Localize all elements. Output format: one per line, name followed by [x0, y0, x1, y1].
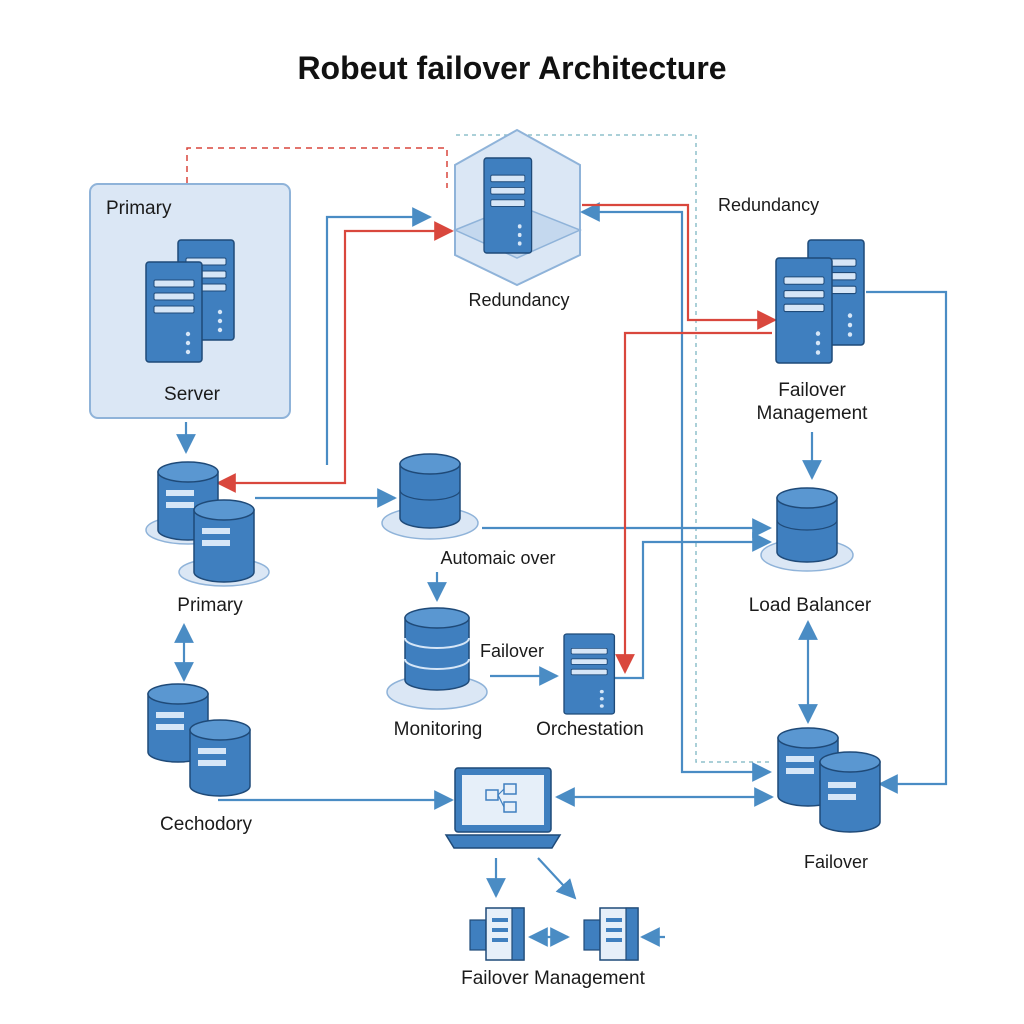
primary-database-icon: [145, 461, 270, 587]
cechodory-database-icon: [147, 683, 251, 797]
failover-management-right-label-line2: Management: [756, 403, 868, 424]
load-balancer-database-icon: [760, 487, 854, 572]
orchestation-server-icon: [563, 633, 616, 715]
monitoring-label: Monitoring: [393, 719, 483, 740]
primary-database-label: Primary: [177, 595, 243, 616]
automatic-over-label: Automaic over: [440, 548, 556, 568]
red-links: [216, 203, 777, 674]
redundancy-right-label: Redundancy: [718, 195, 820, 215]
redundancy-top-label: Redundancy: [468, 290, 570, 310]
automatic-over-database-icon: [381, 453, 479, 540]
failover-management-box-left-icon: [469, 907, 525, 961]
failover-management-server-icon: [775, 239, 865, 364]
redundancy-server-icon: [483, 157, 533, 254]
failover-mid-label: Failover: [480, 641, 545, 661]
failover-management-box-right-icon: [583, 907, 639, 961]
failover-management-bottom-label: Failover Management: [461, 968, 645, 989]
diagram-title: Robeut failover Architecture: [297, 50, 727, 86]
failover-bottom-right-label: Failover: [803, 852, 869, 872]
load-balancer-label: Load Balancer: [748, 595, 872, 616]
orchestation-label: Orchestation: [536, 719, 644, 740]
primary-panel-label: Primary: [106, 198, 172, 219]
laptop-icon: [444, 767, 562, 849]
failover-management-right-label-line1: Failover: [778, 380, 846, 401]
failover-database-icon: [777, 727, 881, 833]
monitoring-database-icon: [386, 607, 488, 710]
server-label: Server: [164, 384, 220, 405]
cechodory-label: Cechodory: [160, 814, 252, 835]
